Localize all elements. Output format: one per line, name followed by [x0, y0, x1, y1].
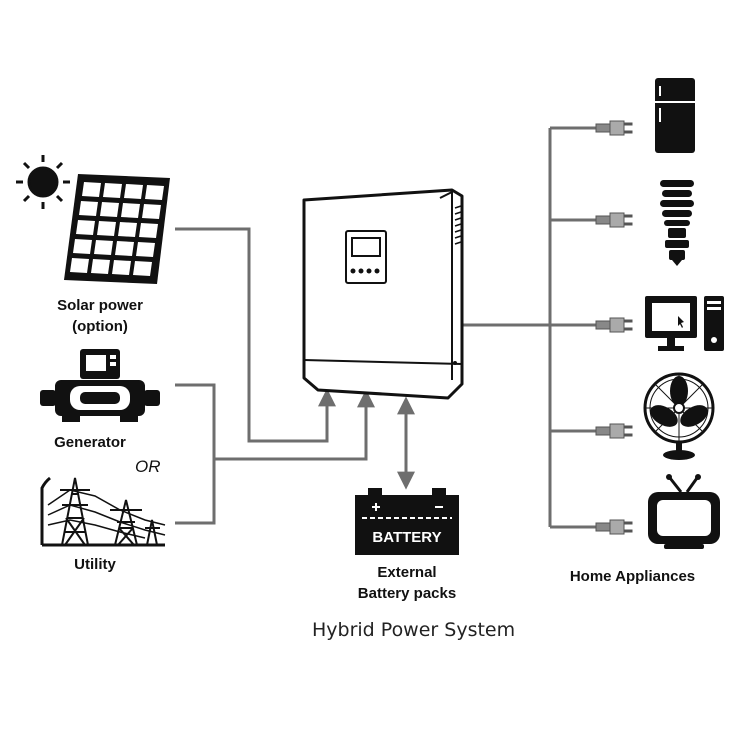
battery-label-line1: External [377, 564, 437, 581]
generator-line [175, 383, 216, 525]
connection-lines [175, 126, 596, 529]
refrigerator-icon [655, 78, 695, 153]
sun-icon [16, 155, 70, 209]
light-bulb-icon [660, 180, 694, 266]
solar-label-line1: Solar power [57, 297, 143, 314]
battery-label-line2: Battery packs [357, 585, 457, 602]
computer-icon [645, 296, 724, 351]
plug-icon [595, 423, 633, 439]
utility-label: Utility [74, 556, 116, 573]
solar-line [175, 227, 336, 443]
grid-line [214, 389, 375, 461]
appliances-label: Home Appliances [569, 568, 696, 585]
plug-icon [595, 120, 633, 136]
battery-icon: BATTERY [355, 488, 459, 555]
tv-icon [648, 474, 720, 549]
plug-icon [595, 519, 633, 535]
plug-icon [595, 317, 633, 333]
or-label: OR [135, 457, 161, 476]
plug-icon [595, 212, 633, 228]
solar-label: Solar power (option) [40, 295, 160, 337]
plug-icons [595, 120, 633, 535]
solar-panel-icon [64, 174, 170, 284]
utility-tower-icon [40, 476, 166, 547]
generator-icon [40, 349, 160, 422]
battery-label: External Battery packs [337, 562, 477, 604]
generator-label: Generator [54, 434, 126, 451]
battery-face-label: BATTERY [372, 529, 441, 546]
diagram-title: Hybrid Power System [312, 619, 516, 641]
solar-label-line2: (option) [72, 318, 128, 335]
fan-icon [643, 372, 715, 460]
inverter-icon [302, 188, 464, 400]
